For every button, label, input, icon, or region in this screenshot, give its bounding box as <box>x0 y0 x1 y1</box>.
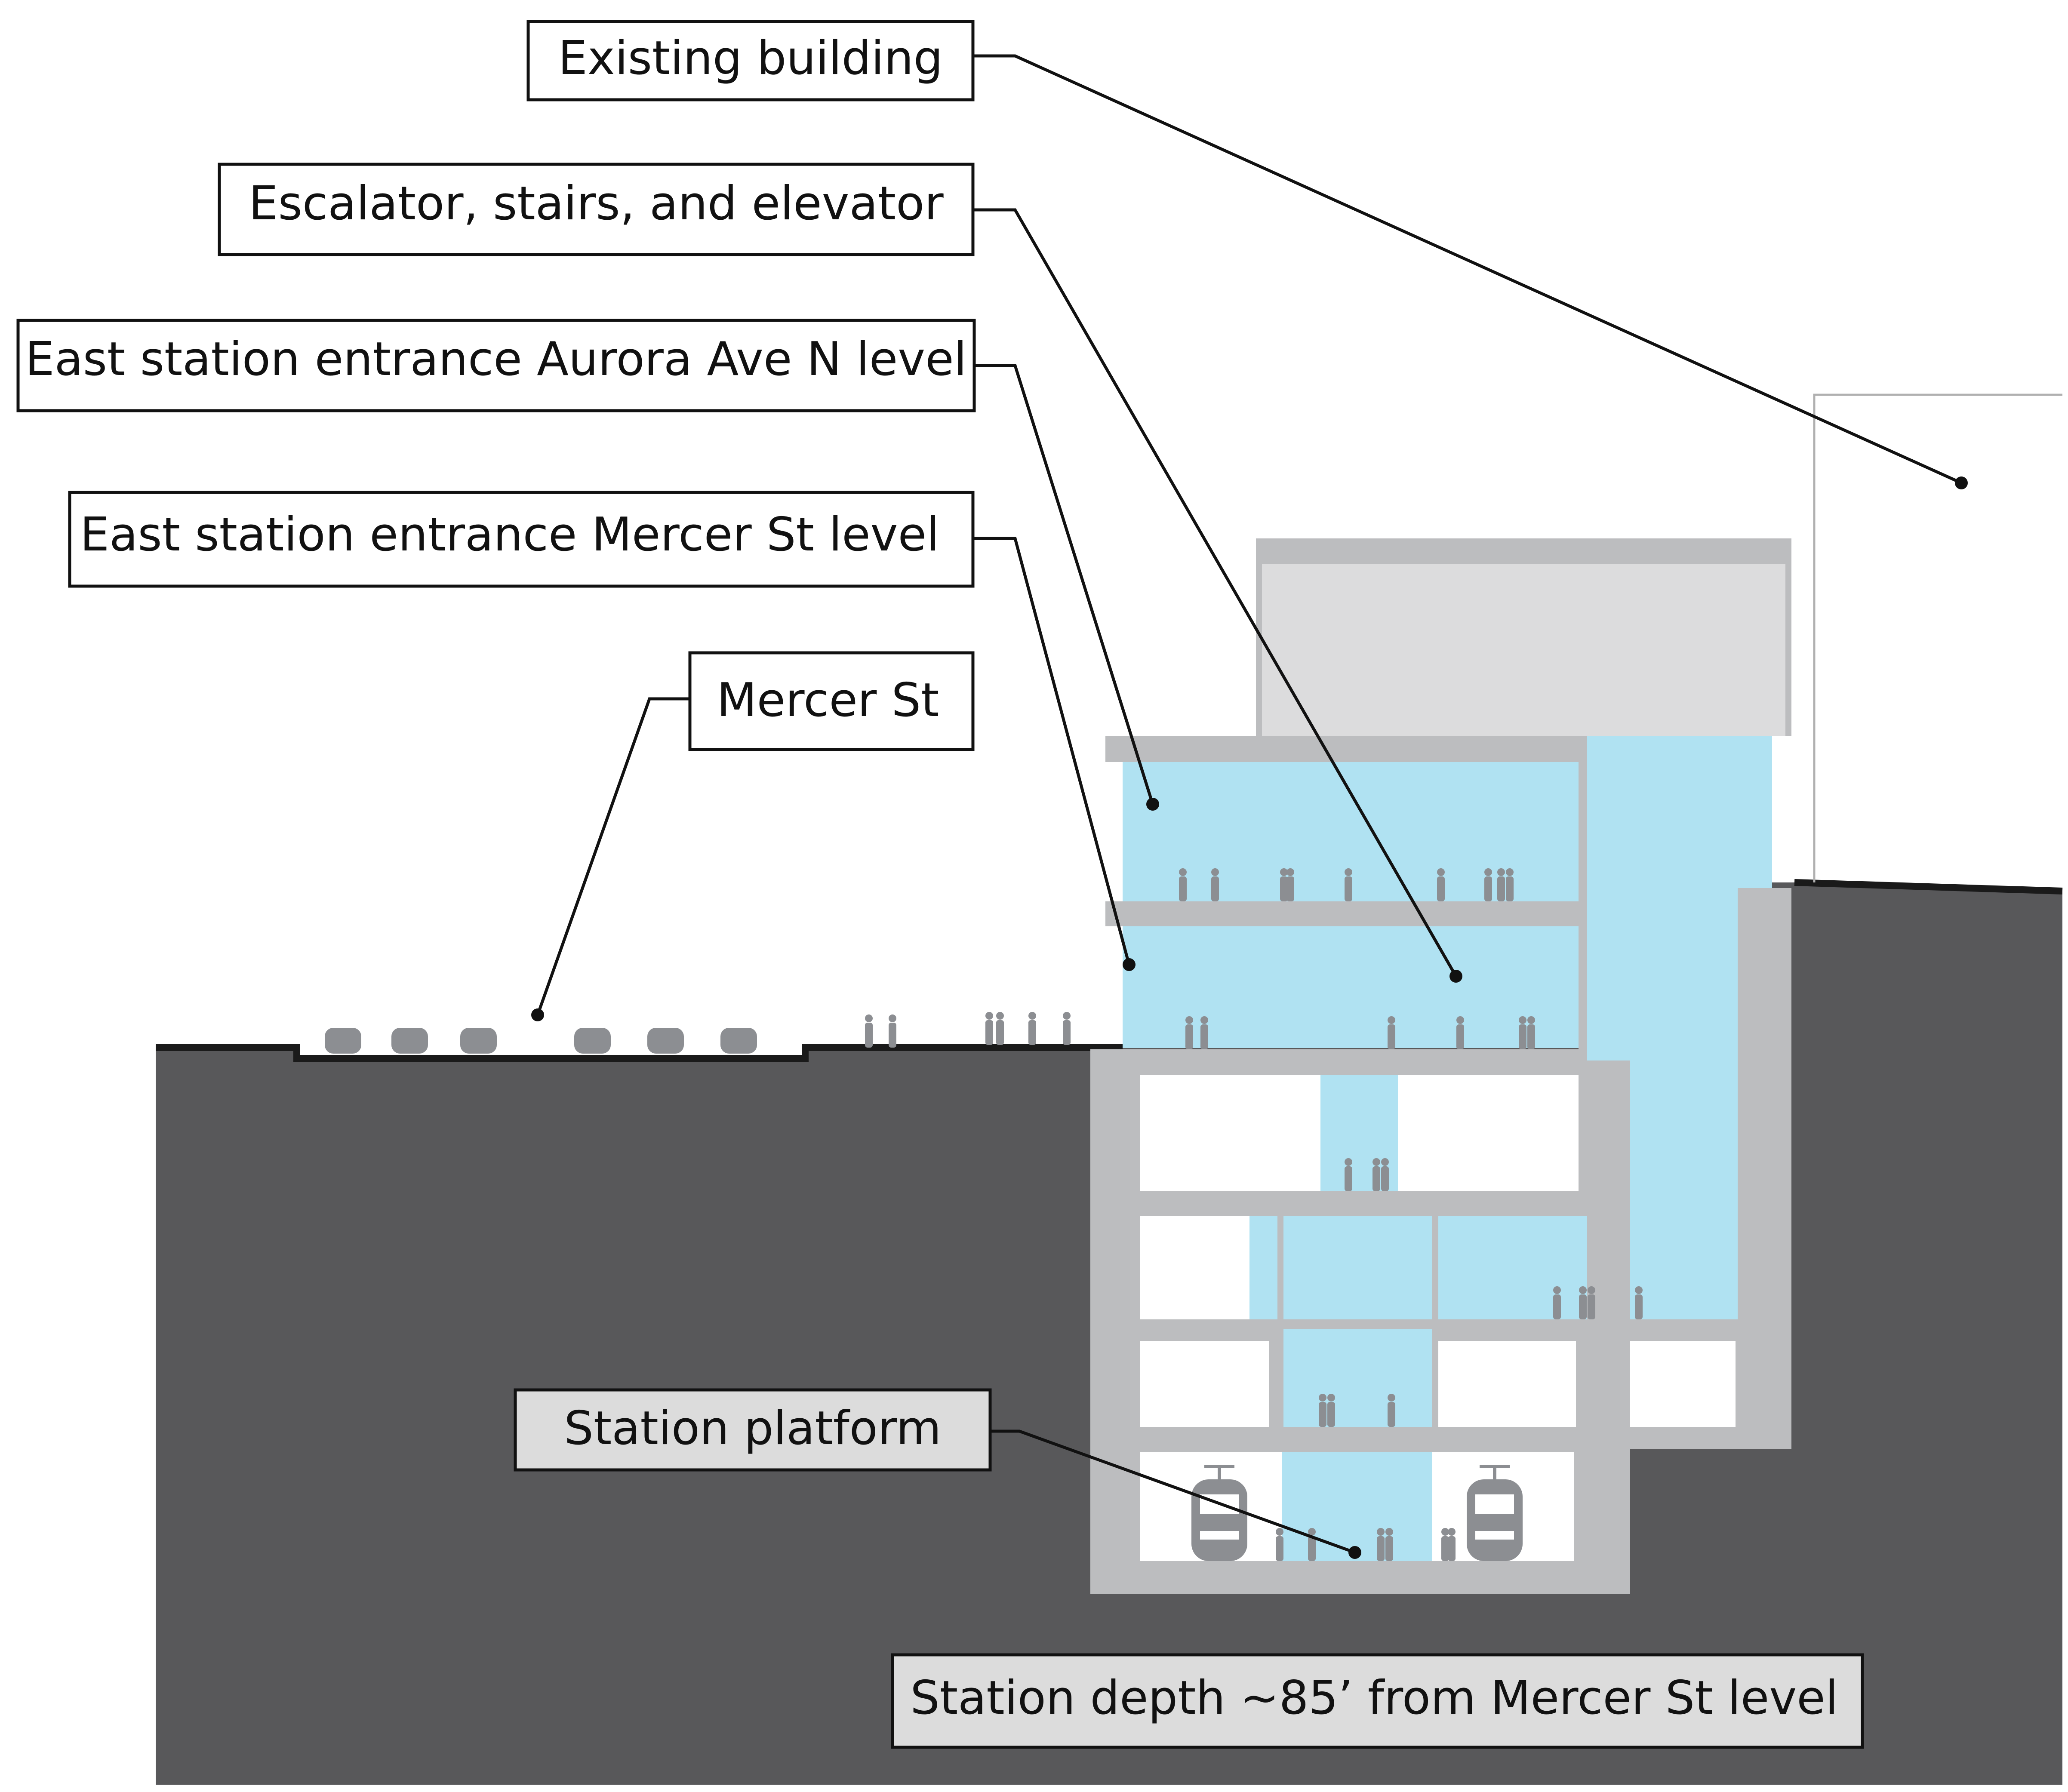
person-figure <box>1028 1012 1036 1045</box>
label-station-depth: Station depth ~85’ from Mercer St level <box>891 1653 1864 1749</box>
label-station-depth-text: Station depth ~85’ from Mercer St level <box>910 1671 1838 1725</box>
person-figure <box>1635 1286 1643 1319</box>
cars-mercer-st <box>325 1028 757 1054</box>
label-escalator: Escalator, stairs, and elevator <box>218 163 975 256</box>
person-figure <box>985 1012 993 1045</box>
person-figure <box>1437 868 1445 901</box>
person-figure <box>1519 1016 1526 1049</box>
person-figure <box>1456 1016 1464 1049</box>
person-figure <box>1385 1528 1393 1561</box>
person-figure <box>1345 868 1352 901</box>
person-figure <box>1280 868 1288 901</box>
label-existing-building: Existing building <box>526 20 975 101</box>
person-figure <box>1327 1394 1335 1427</box>
person-figure <box>1553 1286 1561 1319</box>
label-mercer-st-text: Mercer St <box>717 673 939 727</box>
leader-lines <box>536 54 1962 1554</box>
person-figure <box>1497 868 1505 901</box>
person-figure <box>1527 1016 1535 1049</box>
person-figure <box>1388 1016 1395 1049</box>
person-figure <box>1319 1394 1326 1427</box>
person-figure <box>1484 868 1492 901</box>
label-existing-building-text: Existing building <box>558 31 943 85</box>
person-figure <box>1381 1158 1389 1191</box>
person-figure <box>1179 868 1187 901</box>
existing-building-outline <box>1813 393 2062 882</box>
label-mercer-st: Mercer St <box>688 651 975 751</box>
station-structure <box>1090 538 1791 1594</box>
person-figure <box>1579 1286 1587 1319</box>
leader-dots <box>531 476 1968 1559</box>
label-escalator-text: Escalator, stairs, and elevator <box>249 177 944 231</box>
person-figure <box>1286 868 1294 901</box>
person-figure <box>1448 1528 1456 1561</box>
person-figure <box>1185 1016 1193 1049</box>
label-station-platform-text: Station platform <box>564 1402 941 1455</box>
person-figure <box>865 1014 873 1048</box>
label-mercer-entrance: East station entrance Mercer St level <box>68 491 975 588</box>
person-figure <box>1506 868 1514 901</box>
person-figure <box>1388 1394 1395 1427</box>
person-figure <box>996 1012 1004 1045</box>
people-figures <box>865 868 1643 1561</box>
person-figure <box>1063 1012 1071 1045</box>
person-figure <box>1345 1158 1352 1191</box>
person-figure <box>1373 1158 1380 1191</box>
person-figure <box>1588 1286 1595 1319</box>
label-aurora-entrance: East station entrance Aurora Ave N level <box>16 319 976 412</box>
person-figure <box>1200 1016 1208 1049</box>
person-figure <box>1276 1528 1283 1561</box>
person-figure <box>889 1014 896 1048</box>
person-figure <box>1211 868 1219 901</box>
person-figure <box>1308 1528 1316 1561</box>
person-figure <box>1377 1528 1385 1561</box>
label-aurora-entrance-text: East station entrance Aurora Ave N level <box>25 332 966 386</box>
person-figure <box>1441 1528 1449 1561</box>
label-mercer-entrance-text: East station entrance Mercer St level <box>80 508 939 562</box>
label-station-platform: Station platform <box>514 1388 992 1472</box>
train-right <box>1467 1465 1523 1561</box>
